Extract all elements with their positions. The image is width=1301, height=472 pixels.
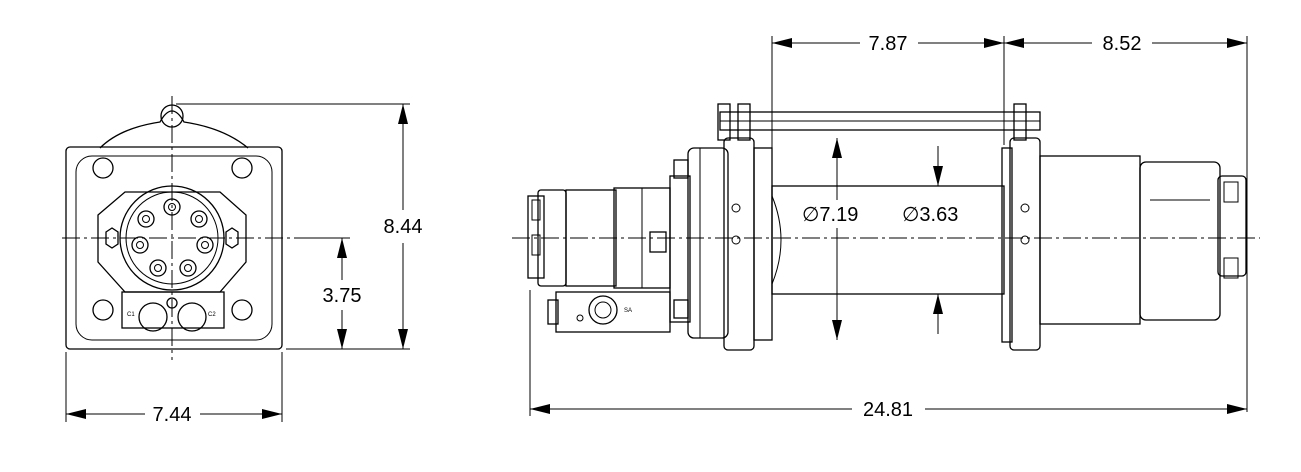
front-height-dimension: 8.44 — [176, 103, 423, 350]
front-center-height-dimension: 3.75 — [300, 237, 362, 349]
valve-label: SA — [624, 308, 632, 314]
flange-diameter-value: 7.19 — [819, 204, 858, 226]
drum-diameter-dimension: ∅3.63 — [902, 146, 958, 334]
motor-end-length-dimension: 8.52 — [1004, 33, 1248, 412]
flange-diameter-dimension: ∅7.19 — [802, 138, 858, 340]
overall-length-label: 24.81 — [863, 399, 913, 421]
diameter-symbol: ∅ — [802, 204, 819, 226]
drum-diameter-label: ∅3.63 — [902, 204, 958, 226]
front-center-height-label: 3.75 — [323, 285, 362, 307]
side-view: SA — [512, 103, 1260, 351]
front-width-label: 7.44 — [153, 404, 192, 426]
diameter-symbol: ∅ — [902, 204, 919, 226]
drum-diameter-value: 3.63 — [919, 204, 958, 226]
front-view: C1 C2 — [62, 96, 300, 360]
terminal-c1-label: C1 — [127, 312, 135, 318]
drum-length-label: 7.87 — [869, 33, 908, 55]
flange-diameter-label: ∅7.19 — [802, 204, 858, 226]
motor-end-length-label: 8.52 — [1103, 33, 1142, 55]
front-height-label: 8.44 — [384, 216, 423, 238]
terminal-c2-label: C2 — [208, 312, 216, 318]
drum-length-dimension: 7.87 — [771, 33, 1005, 190]
front-width-dimension: 7.44 — [65, 352, 283, 426]
overall-length-dimension: 24.81 — [529, 290, 1247, 421]
